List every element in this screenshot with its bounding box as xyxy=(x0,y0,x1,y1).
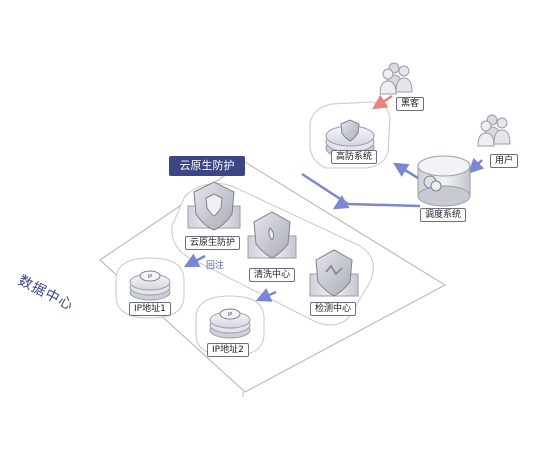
user-label: 用户 xyxy=(490,154,519,168)
zone-title: 云原生防护 xyxy=(169,156,245,176)
user-icon xyxy=(477,114,511,147)
high-defense-label: 高防系统 xyxy=(331,150,378,164)
scheduler-label: 调度系统 xyxy=(420,208,467,222)
ip1-label: IP地址1 xyxy=(129,302,171,316)
cloud-native-shield-icon xyxy=(187,181,241,231)
ip2-label: IP地址2 xyxy=(207,343,249,357)
hacker-icon xyxy=(379,62,413,95)
flow-line-highdefense-bus xyxy=(301,172,421,208)
cloud-native-label: 云原生防护 xyxy=(185,236,241,250)
scheduler-server-icon xyxy=(417,155,471,207)
hacker-label: 黑客 xyxy=(396,97,425,111)
cleaning-center-label: 清洗中心 xyxy=(249,268,296,282)
flow-line-bus-down xyxy=(332,195,350,210)
flow-line-detect-to-ip2 xyxy=(255,288,277,302)
ip1-server-icon: IP xyxy=(129,270,171,301)
attack-arrow xyxy=(371,94,393,110)
cleaning-center-icon xyxy=(247,211,297,259)
back-injection-label: 回注 xyxy=(206,261,225,271)
detection-center-icon xyxy=(309,249,359,297)
flow-line-scheduler-to-highdefense xyxy=(392,162,419,180)
flow-line-user-to-scheduler xyxy=(468,157,485,174)
svg-text:IP: IP xyxy=(228,312,233,318)
svg-text:IP: IP xyxy=(148,274,153,280)
detection-center-label: 检测中心 xyxy=(310,302,357,316)
ip2-server-icon: IP xyxy=(209,308,251,339)
back-injection-arrow xyxy=(183,253,206,268)
